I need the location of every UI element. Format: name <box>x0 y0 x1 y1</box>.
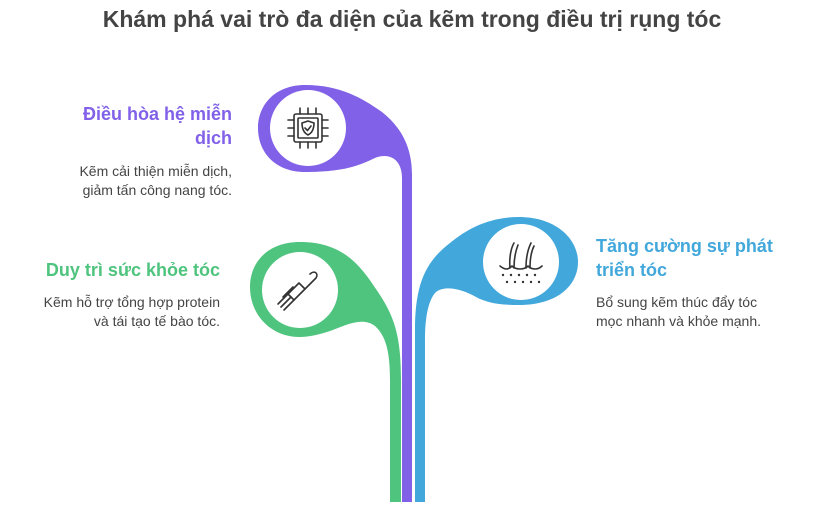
hair-growth-desc-line1: Bổ sung kẽm thúc đẩy tóc <box>596 294 758 310</box>
hair-growth-heading-line1: Tăng cường sự phát <box>596 236 773 256</box>
hair-growth-description: Bổ sung kẽm thúc đẩy tóc mọc nhanh và kh… <box>596 293 816 331</box>
hair-health-desc-line2: và tái tạo tế bào tóc. <box>93 313 220 329</box>
hair-health-description: Kẽm hỗ trợ tổng hợp protein và tái tạo t… <box>10 293 220 331</box>
hair-growth-heading: Tăng cường sự phát triển tóc <box>596 234 816 282</box>
diagram-title: Khám phá vai trò đa diện của kẽm trong đ… <box>102 6 722 32</box>
hair-growth-desc-line2: mọc nhanh và khỏe mạnh. <box>596 313 761 329</box>
comb-icon-bg <box>262 252 338 328</box>
immune-heading-line2: dịch <box>194 128 232 148</box>
hair-growth-heading-line2: triển tóc <box>596 260 668 280</box>
hair-follicle-icon <box>499 242 543 284</box>
comb-icon <box>277 271 318 311</box>
immune-desc-line1: Kẽm cải thiện miễn dịch, <box>79 163 232 179</box>
hair-health-heading: Duy trì sức khỏe tóc <box>10 258 220 282</box>
chip-shield-icon <box>287 107 329 149</box>
follicle-icon-bg <box>483 224 559 300</box>
immune-desc-line2: giảm tấn công nang tóc. <box>82 182 232 198</box>
hair-health-heading-line1: Duy trì sức khỏe tóc <box>45 260 220 280</box>
immune-icon-bg <box>270 90 346 166</box>
immune-heading-line1: Điều hòa hệ miễn <box>82 104 232 124</box>
immune-heading: Điều hòa hệ miễn dịch <box>40 102 232 150</box>
hair-health-desc-line1: Kẽm hỗ trợ tổng hợp protein <box>43 294 220 310</box>
immune-description: Kẽm cải thiện miễn dịch, giảm tấn công n… <box>20 162 232 200</box>
